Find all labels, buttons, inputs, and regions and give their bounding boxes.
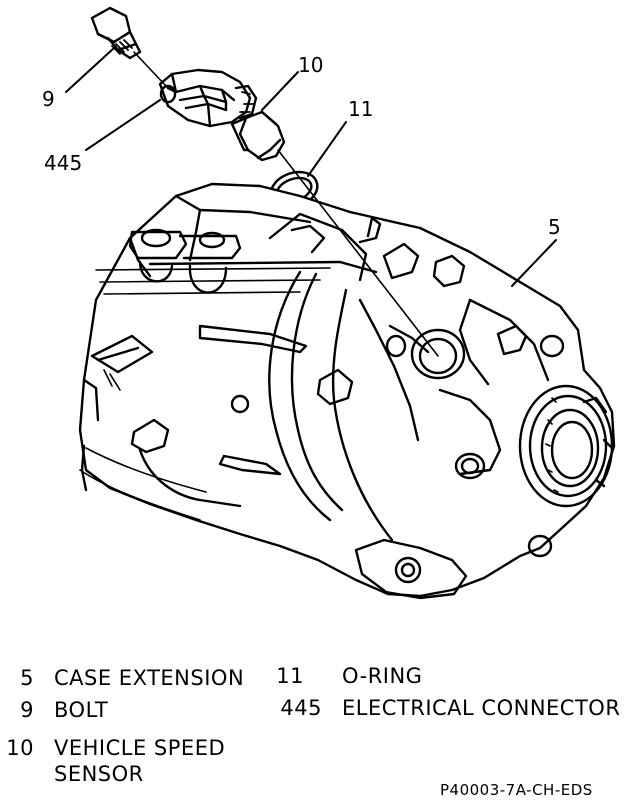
callout-5: 5 bbox=[548, 215, 561, 239]
legend-label: BOLT bbox=[54, 698, 109, 722]
callout-11: 11 bbox=[348, 97, 373, 121]
vehicle-speed-sensor-part bbox=[230, 110, 286, 162]
legend-number: 445 bbox=[280, 696, 322, 720]
assembly-centerlines bbox=[133, 51, 439, 357]
callout-445: 445 bbox=[44, 151, 82, 175]
case-extension-part bbox=[78, 182, 616, 600]
leader-lines bbox=[65, 47, 557, 287]
callout-10: 10 bbox=[298, 53, 323, 77]
bolt-part bbox=[90, 6, 142, 60]
legend-number: 10 bbox=[6, 736, 34, 760]
legend-label: VEHICLE SPEED bbox=[54, 736, 226, 760]
legend-number: 9 bbox=[20, 698, 34, 722]
legend-label: CASE EXTENSION bbox=[54, 666, 245, 690]
legend-number: 5 bbox=[20, 666, 34, 690]
figure-code: P40003-7A-CH-EDS bbox=[440, 781, 593, 799]
legend-label: O-RING bbox=[342, 664, 423, 688]
legend-number: 11 bbox=[276, 664, 304, 688]
electrical-connector-part bbox=[158, 68, 258, 128]
legend-label-line2: SENSOR bbox=[54, 762, 144, 786]
legend-label: ELECTRICAL CONNECTOR bbox=[342, 696, 621, 720]
callout-9: 9 bbox=[42, 87, 55, 111]
